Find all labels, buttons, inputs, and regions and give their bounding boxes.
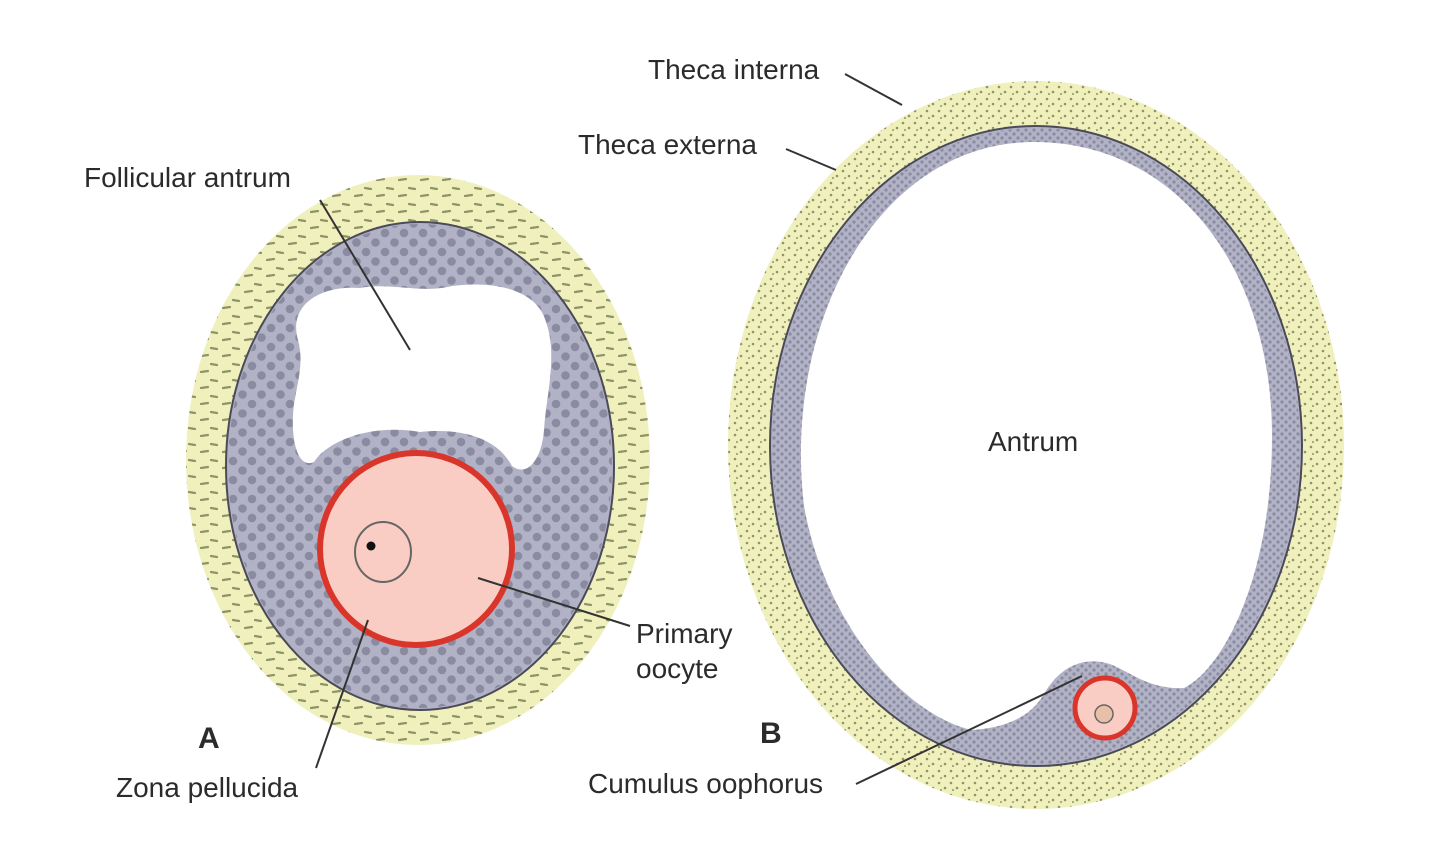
label-theca-interna: Theca interna xyxy=(648,54,820,85)
label-theca-externa: Theca externa xyxy=(578,129,757,160)
label-zona-pellucida: Zona pellucida xyxy=(116,772,299,803)
cumulus-oocyte-nucleus xyxy=(1094,704,1114,724)
nucleolus xyxy=(366,541,376,551)
leader-theca-externa xyxy=(785,148,837,171)
leader-lines xyxy=(315,73,1083,785)
follicle-a xyxy=(186,175,650,745)
leader-primary-oocyte xyxy=(477,577,631,627)
follicle-b-antrum-cavity xyxy=(800,142,1272,730)
label-cumulus-oophorus: Cumulus oophorus xyxy=(588,768,823,799)
label-primary-oocyte-line2: oocyte xyxy=(636,653,719,684)
primary-oocyte xyxy=(317,450,515,648)
leader-zona-pellucida xyxy=(315,619,369,769)
leader-theca-interna xyxy=(844,73,903,106)
label-follicular-antrum: Follicular antrum xyxy=(84,162,291,193)
panel-label-a: A xyxy=(198,722,220,755)
panel-label-b: B xyxy=(760,717,782,750)
leader-cumulus-oophorus xyxy=(855,675,1083,785)
oocyte-nucleus xyxy=(354,521,412,583)
follicle-b xyxy=(728,81,1344,809)
label-primary-oocyte-line1: Primary xyxy=(636,618,732,649)
follicle-a-antrum-cavity xyxy=(292,284,552,470)
leader-follicular-antrum xyxy=(319,199,411,351)
label-antrum: Antrum xyxy=(988,426,1078,457)
